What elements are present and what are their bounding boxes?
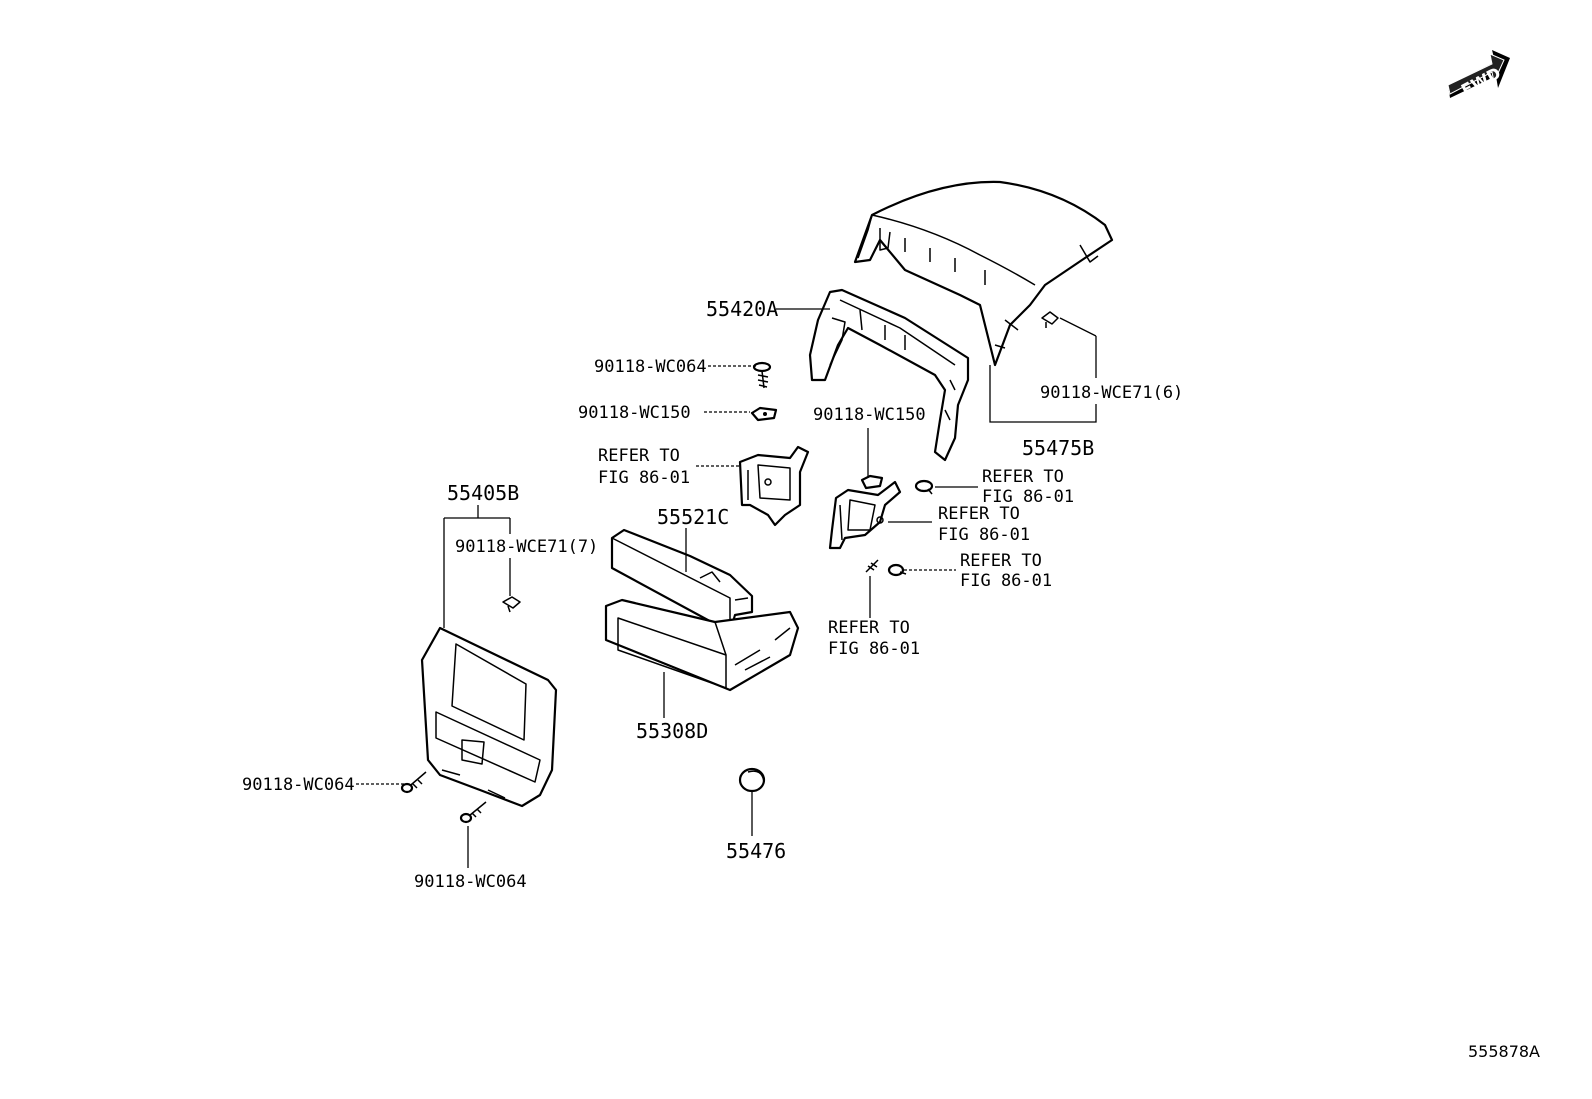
refer-line1: REFER TO — [982, 467, 1064, 487]
clip-right-lower-icon — [887, 563, 907, 577]
refer-line1: REFER TO — [960, 551, 1042, 571]
screw-wc064-bottom-icon — [459, 801, 487, 824]
refer-line2: FIG 86-01 — [938, 525, 1030, 545]
nut-wc150-left-icon — [750, 406, 778, 422]
bracket-right — [828, 480, 902, 550]
part-55420A-bezel — [808, 288, 970, 462]
refer-line1: REFER TO — [598, 446, 680, 466]
label-wc150-right: 90118-WC150 — [813, 405, 926, 425]
label-55476: 55476 — [726, 839, 786, 863]
refer-line1: REFER TO — [938, 504, 1020, 524]
leader-lines — [356, 308, 1097, 868]
label-55521C: 55521C — [657, 505, 729, 529]
clip-wce71-6-icon — [1041, 311, 1059, 328]
screw-right-lower-icon — [865, 559, 879, 573]
refer-note-right-1: REFER TO FIG 86-01 — [982, 467, 1074, 507]
part-55405B-panel — [420, 626, 558, 808]
bracket-left — [738, 445, 810, 527]
label-wc064-bottom: 90118-WC064 — [414, 872, 527, 892]
refer-note-left: REFER TO FIG 86-01 — [598, 446, 690, 488]
label-55405B: 55405B — [447, 481, 519, 505]
refer-line2: FIG 86-01 — [828, 639, 920, 659]
refer-line2: FIG 86-01 — [982, 487, 1074, 507]
label-wc150-left: 90118-WC150 — [578, 403, 691, 423]
refer-line2: FIG 86-01 — [598, 468, 690, 488]
refer-note-right-3: REFER TO FIG 86-01 — [960, 551, 1052, 591]
nut-wc150-right-icon — [860, 474, 884, 490]
clip-right-upper-icon — [914, 479, 934, 495]
label-55420A: 55420A — [706, 297, 778, 321]
part-55475B-cover — [853, 180, 1114, 367]
fwd-arrow-icon: FWD — [1447, 50, 1510, 100]
refer-line1: REFER TO — [828, 618, 910, 638]
part-55308D-box — [604, 598, 800, 692]
label-wce71-6: 90118-WCE71(6) — [1040, 383, 1183, 403]
label-55475B: 55475B — [1022, 436, 1094, 460]
refer-note-right-2: REFER TO FIG 86-01 — [938, 504, 1030, 545]
label-55308D: 55308D — [636, 719, 708, 743]
label-wc064-left: 90118-WC064 — [242, 775, 355, 795]
screw-wc064-top-icon — [752, 361, 772, 389]
part-55476-cap — [738, 767, 766, 793]
clip-wce71-7-icon — [502, 596, 521, 613]
refer-line2: FIG 86-01 — [960, 571, 1052, 591]
label-wce71-7: 90118-WCE71(7) — [455, 537, 598, 557]
label-wc064-top: 90118-WC064 — [594, 357, 707, 377]
refer-note-bottom: REFER TO FIG 86-01 — [828, 618, 920, 659]
figure-id: 555878A — [1467, 1042, 1540, 1061]
screw-wc064-left-icon — [400, 771, 427, 794]
